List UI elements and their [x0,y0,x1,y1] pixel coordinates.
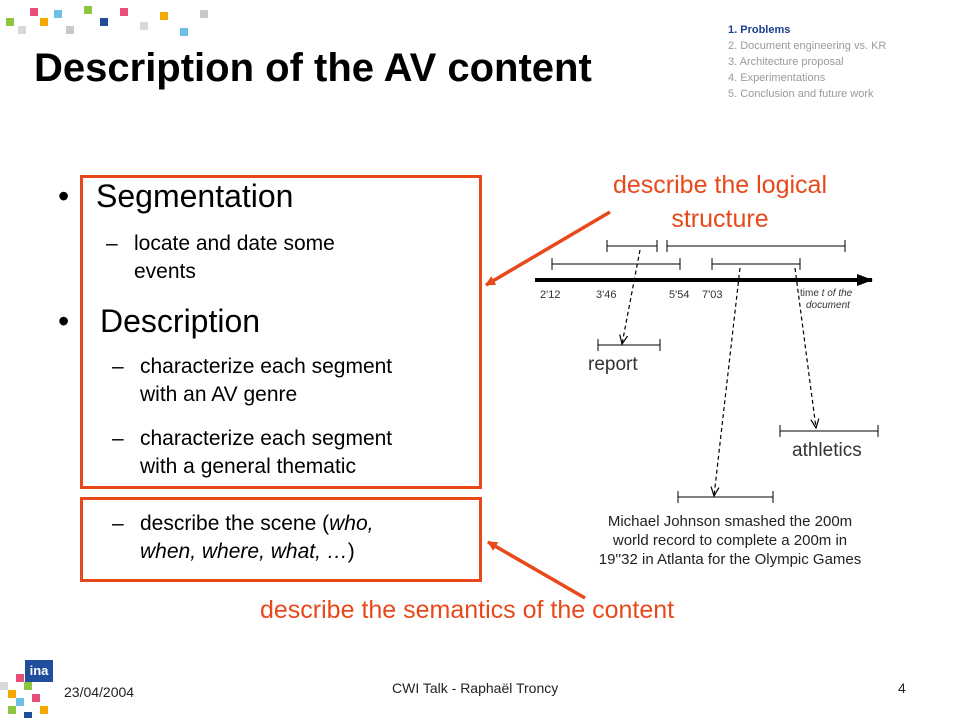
caption-line1: Michael Johnson smashed the 200m [608,513,852,530]
description-sub-thematic: –characterize each segment with a genera… [112,425,392,481]
scene-line1-prefix: describe the scene ( [140,512,330,535]
dash: – [112,512,124,535]
axis-label-prefix: time [800,288,822,299]
arrow-logical-to-box [485,210,611,287]
toc-item-conclusion[interactable]: 5. Conclusion and future work [728,88,874,100]
ina-logo-text: ina [29,663,49,678]
axis-label-italic: t of the [822,288,853,299]
segment-report-label: report [588,354,638,375]
description-sub-genre: –characterize each segment with an AV ge… [112,353,392,409]
pointer-report [622,249,641,344]
bullet-marker: • [58,303,70,339]
caption-line2: world record to complete a 200m in [612,532,847,549]
toc-item-architecture[interactable]: 3. Architecture proposal [728,56,844,68]
caption-line3: 19''32 in Atlanta for the Olympic Games [599,551,862,568]
segmentation-sub-line1: locate and date some [134,232,335,255]
callout-logical-line2: structure [671,205,769,233]
axis-label: time t of the [800,288,853,299]
ina-logo-box: ina [25,660,53,682]
time-label-703: 7'03 [702,289,722,301]
toc-item-problems[interactable]: 1. Problems [728,24,791,36]
bullet-marker: • [58,178,70,214]
axis-label-clip [795,309,875,315]
segmentation-sub-line2: events [134,260,196,283]
athletics-segment [779,425,879,437]
scene-line1-italic: who, [329,512,374,535]
time-label-346: 3'46 [596,289,616,301]
description-sub1-line2: with an AV genre [140,383,298,406]
scene-line2-suffix: ) [347,540,355,563]
table-of-contents: 1. Problems 2. Document engineering vs. … [728,22,886,102]
toc-item-document-engineering[interactable]: 2. Document engineering vs. KR [728,40,887,52]
scene-sub: –describe the scene (who, when, where, w… [112,510,373,566]
scene-box [80,497,482,582]
dash: – [112,355,124,378]
bullet-segmentation: • Segmentation [58,178,293,215]
dash: – [106,232,118,255]
description-sub2-line1: characterize each segment [140,427,393,450]
description-label: Description [100,303,261,339]
axis-label-line2: document [806,300,851,311]
callout-semantics: describe the semantics of the content [260,596,675,624]
toc-item-experimentations[interactable]: 4. Experimentations [728,72,826,84]
callout-logical-structure: describe the logical structure [590,168,850,236]
callout-logical-line1: describe the logical [612,171,827,199]
time-label-554: 5'54 [669,289,689,301]
slide-number: 4 [898,680,906,696]
scene-line2-italic: when, where, what, … [140,540,348,563]
pointer-athletics [794,267,816,428]
description-sub1-line1: characterize each segment [140,355,393,378]
pointer-caption [714,267,741,496]
report-segment [597,339,661,351]
slide-title: Description of the AV content [34,46,592,90]
description-sub2-line2: with a general thematic [140,455,356,478]
segmentation-description-box [80,175,482,489]
arrow-semantics-to-box [487,540,586,600]
time-label-212: 2'12 [540,289,560,301]
footer-title: CWI Talk - Raphaël Troncy [392,680,559,696]
scene-segment [677,491,774,503]
segment-athletics-label: athletics [792,440,862,461]
logical-segments [551,240,846,270]
dash: – [112,427,124,450]
footer-date: 23/04/2004 [64,684,135,700]
segmentation-sub: –locate and date some events [106,230,335,286]
bullet-description: • Description [58,303,260,340]
segmentation-label: Segmentation [96,178,294,214]
